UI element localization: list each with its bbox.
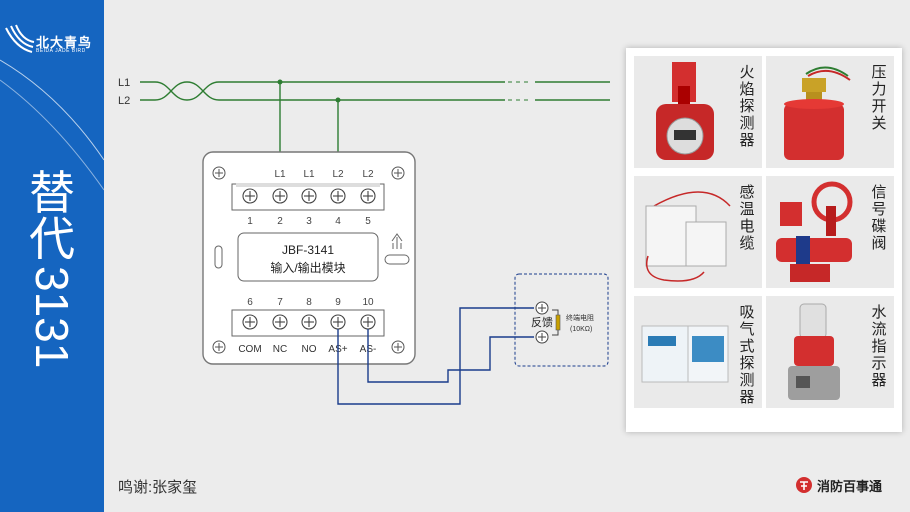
decor-curve xyxy=(0,79,105,191)
device-label: 压力开关 xyxy=(871,64,887,132)
bottom-label: NO xyxy=(302,344,317,355)
top-label: L2 xyxy=(362,169,374,180)
footer-brand-text: 消防百事通 xyxy=(817,478,883,494)
device-card-butterfly-valve: 信号碟阀 xyxy=(766,176,894,288)
resistor-icon xyxy=(555,314,561,331)
feedback-label: 反馈 xyxy=(531,316,553,329)
brand-logo-title: 北大青鸟 xyxy=(36,35,93,50)
page-title-number: 3131 xyxy=(26,266,78,369)
pressure-switch-image xyxy=(784,66,851,160)
top-label: L1 xyxy=(303,169,315,180)
terminal-number: 6 xyxy=(247,297,253,308)
bus-label-l2: L2 xyxy=(118,95,130,107)
terminal-number: 7 xyxy=(277,297,283,308)
page-title: 替代 3131 xyxy=(22,170,82,368)
bottom-label: COM xyxy=(238,344,261,355)
bus-label-l1: L1 xyxy=(118,77,130,89)
sidebar: 北大青鸟 BEIDA JADE BIRD 替代 3131 xyxy=(0,0,104,512)
device-card-heat-cable: 感温电缆 xyxy=(634,176,762,288)
footer-brand: 消防百事通 xyxy=(795,474,882,496)
top-label: L2 xyxy=(332,169,344,180)
resistor-value: (10KΩ) xyxy=(570,326,592,333)
fire-safety-logo-icon xyxy=(796,477,812,493)
device-label: 感温电缆 xyxy=(739,184,755,252)
flame-detector-image xyxy=(656,62,714,160)
brand-logo-subtitle: BEIDA JADE BIRD xyxy=(36,48,86,54)
device-panel: 火焰探测器 压力开关 感温电缆 信号碟 xyxy=(626,48,902,432)
device-label: 火焰探测器 xyxy=(739,64,755,149)
feedback-box xyxy=(514,273,609,367)
twisted-pair xyxy=(140,81,610,101)
device-card-aspirating-detector: 吸气式探测器 xyxy=(634,296,762,408)
terminal-number: 1 xyxy=(247,216,253,227)
bird-logo-icon xyxy=(5,24,35,53)
terminal-number: 10 xyxy=(362,297,374,308)
water-flow-indicator-image xyxy=(788,303,840,400)
resistor-label: 终端电阻 xyxy=(566,313,594,322)
device-label: 吸气式探测器 xyxy=(739,304,755,406)
device-label: 水流指示器 xyxy=(871,304,887,389)
terminal-number: 8 xyxy=(306,297,312,308)
feedback-wires xyxy=(337,307,534,405)
bottom-label: NC xyxy=(273,344,287,355)
module-model: JBF-3141 xyxy=(282,243,334,257)
device-card-flame-detector: 火焰探测器 xyxy=(634,56,762,168)
device-card-water-flow-indicator: 水流指示器 xyxy=(766,296,894,408)
decor-curve xyxy=(0,59,105,161)
heat-cable-image xyxy=(645,191,731,282)
device-label: 信号碟阀 xyxy=(871,184,887,252)
aspirating-detector-image xyxy=(641,325,729,383)
module-name: 输入/输出模块 xyxy=(270,260,345,275)
terminal-number: 3 xyxy=(306,216,312,227)
io-module: L1 L1 L2 L2 1 2 3 4 5 JBF-3141 输入/输出模块 6… xyxy=(202,151,416,365)
brand-logo: 北大青鸟 BEIDA JADE BIRD xyxy=(0,0,104,62)
bus-break-marks xyxy=(508,81,528,101)
terminal-number: 4 xyxy=(335,216,341,227)
page-title-cjk: 替代 xyxy=(29,167,75,265)
terminal-number: 5 xyxy=(365,216,371,227)
terminal-number: 9 xyxy=(335,297,341,308)
device-card-pressure-switch: 压力开关 xyxy=(766,56,894,168)
butterfly-valve-image xyxy=(776,181,853,282)
credit-text: 鸣谢:张家玺 xyxy=(118,479,198,496)
up-arrow-icon xyxy=(391,233,403,249)
terminal-number: 2 xyxy=(277,216,283,227)
top-label: L1 xyxy=(274,169,286,180)
